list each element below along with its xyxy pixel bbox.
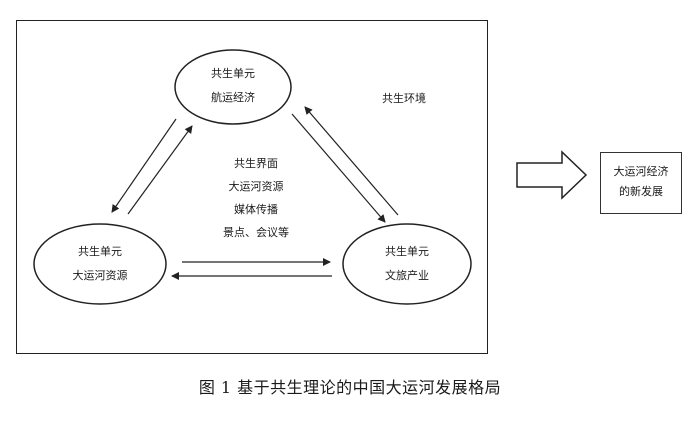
- interface-text: 共生界面 大运河资源 媒体传播 景点、会议等: [196, 152, 316, 244]
- arrow-top-to-right: [291, 113, 386, 223]
- node-top-line1: 共生单元: [211, 67, 255, 80]
- interface-line3: 媒体传播: [234, 203, 278, 216]
- arrow-left-to-top: [127, 125, 193, 215]
- node-right-line2: 文旅产业: [385, 269, 429, 282]
- interface-line2: 大运河资源: [228, 180, 284, 193]
- node-top-label: 共生单元 航运经济: [183, 62, 283, 110]
- result-line2: 的新发展: [619, 185, 663, 198]
- interface-line1: 共生界面: [234, 157, 278, 170]
- environment-label: 共生环境: [382, 92, 426, 105]
- result-line1: 大运河经济: [613, 165, 669, 178]
- node-right-line1: 共生单元: [385, 245, 429, 258]
- node-right-ellipse: [342, 223, 472, 305]
- node-top-line2: 航运经济: [211, 91, 255, 104]
- interface-line4: 景点、会议等: [223, 226, 289, 239]
- node-left-line1: 共生单元: [78, 245, 122, 258]
- node-right-label: 共生单元 文旅产业: [357, 240, 457, 288]
- result-block-arrow: [516, 150, 588, 200]
- node-left-ellipse: [33, 223, 167, 305]
- node-left-line2: 大运河资源: [72, 269, 128, 282]
- arrow-top-to-left: [111, 118, 177, 213]
- result-box: 大运河经济 的新发展: [600, 152, 682, 214]
- node-left-label: 共生单元 大运河资源: [50, 240, 150, 288]
- node-top-ellipse: [174, 49, 292, 125]
- figure-caption: 图 1 基于共生理论的中国大运河发展格局: [198, 378, 502, 397]
- arrow-right-to-top: [304, 106, 399, 216]
- diagram-frame: [16, 20, 488, 354]
